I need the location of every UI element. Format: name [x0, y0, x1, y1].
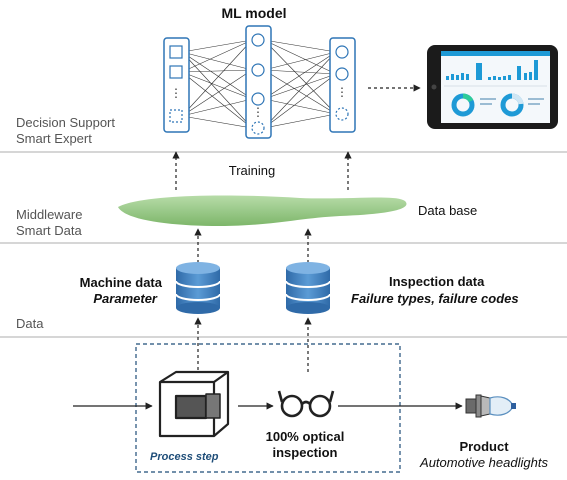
nn-edge [181, 69, 253, 73]
nn-input-node [169, 45, 183, 59]
database-cloud [118, 195, 407, 226]
glasses-icon [277, 390, 335, 418]
process-step-label: Process step [150, 451, 219, 463]
machine-data-db-icon [175, 262, 221, 314]
nn-edge [181, 39, 253, 117]
nn-hidden-node [251, 121, 265, 135]
dashboard-header-bar [441, 51, 550, 56]
inspection-data-title: Inspection data [389, 274, 485, 289]
dashboard-bar-chart [446, 60, 538, 80]
nn-edge [263, 73, 337, 100]
product-label-2: Automotive headlights [419, 455, 548, 470]
neural-network: ⋮ ⋮ ⋮ [163, 25, 356, 139]
machine-icon [158, 370, 230, 438]
nn-hidden-layer-box [245, 25, 272, 139]
nn-edge [181, 115, 253, 129]
inspection-label-1: 100% optical [266, 429, 345, 444]
layer-label-middleware-1: Middleware [16, 207, 82, 222]
nn-edge [263, 39, 337, 115]
nn-edge [181, 98, 253, 117]
dashboard-tablet [427, 45, 558, 129]
nn-edge [181, 39, 253, 53]
nn-input-node [169, 65, 183, 79]
machine-data-title: Machine data [80, 275, 163, 290]
tablet-home-button [431, 84, 437, 90]
nn-output-layer-box [329, 37, 356, 133]
nn-input-node [169, 109, 183, 123]
nn-edge [263, 69, 337, 115]
nn-edge [181, 39, 253, 73]
nn-hidden-node [251, 92, 265, 106]
nn-output-node [335, 45, 349, 59]
nn-edge [263, 113, 337, 129]
layer-label-decision-2: Smart Expert [16, 131, 92, 146]
layer-label-decision-1: Decision Support [16, 115, 115, 130]
nn-edge [263, 39, 337, 75]
nn-edge [263, 51, 337, 100]
nn-hidden-node [251, 33, 265, 47]
inspection-data-db-icon [285, 262, 331, 314]
nn-edge [263, 51, 337, 129]
inspection-data-subtitle: Failure types, failure codes [351, 291, 519, 306]
product-label-1: Product [459, 439, 509, 454]
nn-edge [181, 69, 253, 117]
layer-label-data: Data [16, 316, 44, 331]
nn-edge [263, 73, 337, 129]
training-label: Training [229, 163, 275, 178]
nn-connections [181, 39, 337, 129]
ml-model-title: ML model [221, 5, 286, 21]
nn-edge [181, 71, 253, 100]
nn-input-layer-box [163, 37, 190, 133]
nn-edge [181, 71, 253, 129]
inspection-label-2: inspection [272, 445, 337, 460]
layer-label-middleware-2: Smart Data [16, 223, 83, 238]
nn-edge [263, 51, 337, 71]
dashboard-donut-right [500, 93, 524, 117]
nn-edge [181, 51, 253, 100]
machine-data-subtitle: Parameter [93, 291, 158, 306]
nn-output-ellipsis: ⋮ [336, 85, 348, 99]
headlight-bulb-icon [465, 394, 516, 418]
nn-input-ellipsis: ⋮ [170, 86, 182, 100]
nn-hidden-node [251, 63, 265, 77]
nn-edge [181, 51, 253, 129]
nn-edge [263, 39, 337, 53]
nn-hidden-ellipsis: ⋮ [252, 105, 264, 119]
nn-edge [263, 69, 337, 75]
nn-edge [263, 98, 337, 115]
nn-edge [181, 51, 253, 71]
nn-output-node [335, 107, 349, 121]
database-label: Data base [418, 203, 477, 218]
nn-output-node [335, 67, 349, 81]
